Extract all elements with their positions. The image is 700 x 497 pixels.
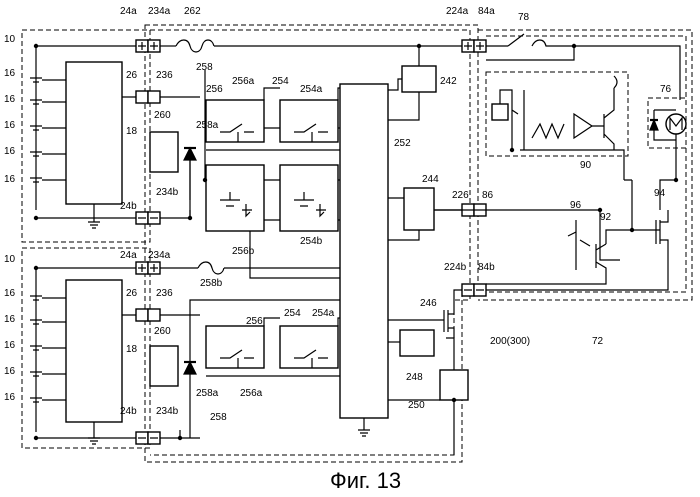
transistor-246: [444, 290, 462, 338]
block-260-bottom: [150, 346, 178, 386]
monitoring-ic-18-top: [66, 62, 122, 204]
label-18-top: 18: [126, 126, 138, 137]
label-84b: 84b: [478, 262, 495, 273]
label-200-300: 200(300): [490, 336, 530, 347]
label-256: 256: [246, 316, 263, 327]
label-16: 16: [4, 174, 16, 185]
label-84a: 84a: [478, 6, 495, 17]
label-254: 254: [272, 76, 289, 87]
label-244: 244: [422, 174, 439, 185]
sensor-block-254b: [280, 165, 338, 231]
label-16: 16: [4, 68, 16, 79]
label-76: 76: [660, 84, 672, 95]
label-236: 236: [156, 288, 173, 299]
block-242: [402, 66, 436, 92]
label-258a: 258a: [196, 120, 219, 131]
label-262: 262: [184, 6, 201, 17]
block-260-top: [150, 132, 178, 172]
label-254: 254: [284, 308, 301, 319]
label-24a: 24a: [120, 6, 137, 17]
label-260: 260: [154, 326, 171, 337]
label-254a: 254a: [312, 308, 335, 319]
label-94: 94: [654, 188, 666, 199]
label-24b: 24b: [120, 406, 137, 417]
label-72: 72: [592, 336, 604, 347]
label-256b: 256b: [232, 246, 255, 257]
label-260: 260: [154, 110, 171, 121]
label-10-top: 10: [4, 34, 16, 45]
label-254b: 254b: [300, 236, 323, 247]
transistor-94: [486, 210, 668, 290]
label-16: 16: [4, 340, 16, 351]
label-254a: 254a: [300, 84, 323, 95]
fuse-258b: [198, 262, 224, 274]
label-16: 16: [4, 392, 16, 403]
switch-block-254a-bottom: [280, 326, 338, 368]
label-226: 226: [452, 190, 469, 201]
fuse-262: [176, 40, 214, 52]
motor-76: [666, 114, 686, 134]
label-10-bottom: 10: [4, 254, 16, 265]
control-section-bottom: [150, 262, 356, 438]
figure-caption: Фиг. 13: [330, 468, 401, 493]
label-234b: 234b: [156, 187, 179, 198]
label-234a: 234a: [148, 6, 171, 17]
label-92: 92: [600, 212, 612, 223]
label-224b: 224b: [444, 262, 467, 273]
label-234a: 234a: [148, 250, 171, 261]
block-250: [440, 370, 468, 400]
label-246: 246: [420, 298, 437, 309]
label-16: 16: [4, 94, 16, 105]
label-24a: 24a: [120, 250, 137, 261]
label-16: 16: [4, 314, 16, 325]
label-258a: 258a: [196, 388, 219, 399]
block-244: [404, 188, 434, 230]
label-256a: 256a: [232, 76, 255, 87]
switch-block-256a-bottom: [206, 326, 264, 368]
label-242: 242: [440, 76, 457, 87]
label-258b: 258b: [200, 278, 223, 289]
label-18-bottom: 18: [126, 344, 138, 355]
label-16: 16: [4, 146, 16, 157]
label-258: 258: [196, 62, 213, 73]
label-78: 78: [518, 12, 530, 23]
label-236: 236: [156, 70, 173, 81]
battery-unit-bottom: [30, 268, 140, 444]
label-26: 26: [126, 288, 138, 299]
label-250: 250: [408, 400, 425, 411]
label-96: 96: [570, 200, 582, 211]
label-16: 16: [4, 366, 16, 377]
switch-block-254a-top: [280, 100, 338, 142]
label-16: 16: [4, 120, 16, 131]
label-248: 248: [406, 372, 423, 383]
label-234b: 234b: [156, 406, 179, 417]
block-248: [400, 330, 434, 356]
controller-252: [340, 46, 468, 455]
label-224a: 224a: [446, 6, 469, 17]
label-252: 252: [394, 138, 411, 149]
transistor-92: [486, 244, 606, 284]
label-16: 16: [4, 288, 16, 299]
sensor-block-256b: [206, 165, 264, 231]
label-26: 26: [126, 70, 138, 81]
label-256: 256: [206, 84, 223, 95]
label-256a: 256a: [240, 388, 263, 399]
label-258: 258: [210, 412, 227, 423]
label-86: 86: [482, 190, 494, 201]
label-90: 90: [580, 160, 592, 171]
monitoring-ic-18-bottom: [66, 280, 122, 422]
label-24b: 24b: [120, 201, 137, 212]
